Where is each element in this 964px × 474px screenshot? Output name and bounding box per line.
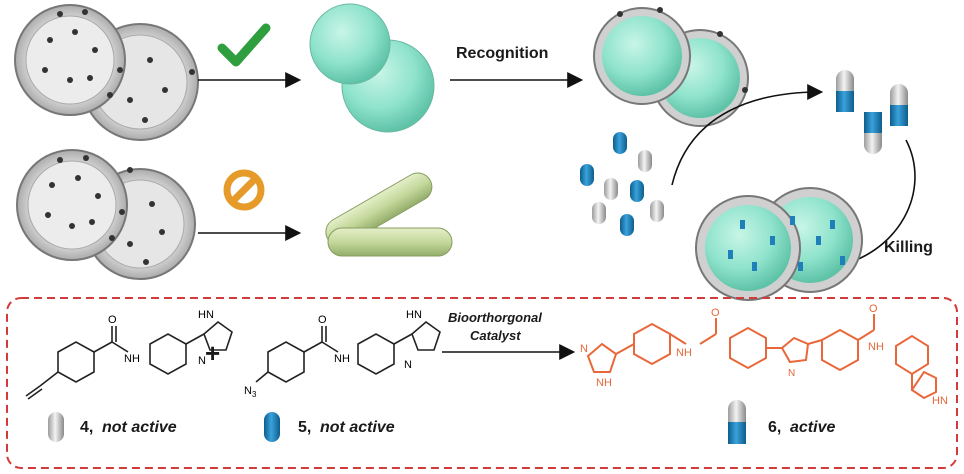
teal-sphere-pair — [309, 3, 435, 133]
atom-nh: NH — [334, 353, 350, 365]
atom-o: O — [711, 307, 720, 319]
empty-shell-pair-top — [14, 4, 199, 141]
atom-nh: NH — [596, 377, 612, 389]
atom-n: N — [404, 359, 412, 371]
atom-o: O — [108, 314, 117, 326]
compound-6-number: 6, — [768, 419, 781, 436]
reaction-box — [6, 297, 958, 469]
atom-n3-subscript: 3 — [252, 390, 257, 399]
compound-6-status: active — [790, 419, 835, 436]
atom-nh: NH — [868, 341, 884, 353]
prohibited-icon — [223, 169, 265, 211]
capsule-pile — [580, 132, 664, 236]
atom-n: N — [788, 368, 795, 379]
atom-hn: HN — [932, 395, 948, 407]
compound-4-number: 4, — [80, 419, 93, 436]
atom-n3: N — [244, 385, 252, 397]
atom-hn: HN — [406, 309, 422, 321]
compound-4-label: 4, not active — [48, 412, 177, 442]
atom-nh: NH — [124, 353, 140, 365]
atom-nh: NH — [676, 347, 692, 359]
check-icon — [217, 23, 271, 67]
plus-sign: + — [205, 338, 220, 368]
atom-hn: HN — [198, 309, 214, 321]
blue-capsule-icon — [264, 412, 280, 442]
empty-shell-pair-bottom — [16, 149, 196, 280]
atom-o: O — [869, 303, 878, 315]
coated-teal-pair — [593, 7, 749, 127]
compound-4-structure: O NH HN N — [25, 309, 233, 400]
killed-teal-pair — [695, 187, 863, 301]
assembled-capsules — [836, 70, 908, 154]
atom-o: O — [318, 314, 327, 326]
gray-capsule-icon — [48, 412, 64, 442]
compound-5-label: 5, not active — [264, 412, 395, 442]
catalyst-line-2: Catalyst — [470, 328, 521, 343]
atom-n: N — [580, 343, 588, 355]
green-rod-pair — [325, 172, 453, 257]
compound-6-label: 6, active — [728, 400, 835, 444]
assembly-arrow — [671, 84, 824, 186]
atom-n: N — [198, 355, 206, 367]
compound-5-structure: N 3 O NH HN N — [244, 309, 441, 399]
catalyst-line-1: Bioorthorgonal — [448, 310, 542, 325]
killing-label: Killing — [884, 239, 933, 256]
recognition-label: Recognition — [456, 45, 548, 62]
compound-4-status: not active — [102, 419, 177, 436]
combined-capsule-icon — [728, 422, 746, 444]
compound-5-status: not active — [320, 419, 395, 436]
compound-6-structure: N NH NH O N O NH HN — [580, 303, 948, 407]
compound-5-number: 5, — [298, 419, 311, 436]
